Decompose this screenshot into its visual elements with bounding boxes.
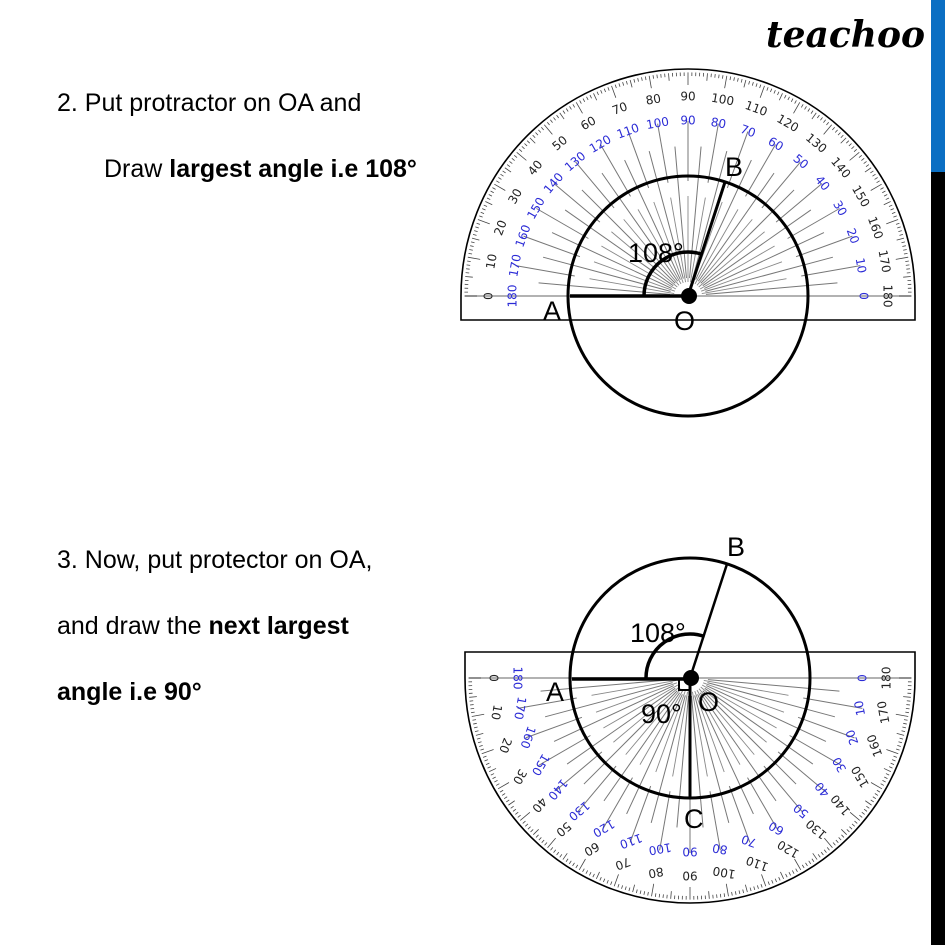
svg-text:80: 80 [710,115,727,131]
step2-line2-bold: largest angle i.e 108° [169,155,417,183]
svg-text:180: 180 [506,285,520,308]
ray-ob-2 [688,563,729,679]
label-angle-108-2: 108° [630,618,686,648]
svg-text:0: 0 [857,292,871,300]
step2-line2-prefix: Draw [104,155,170,183]
compass-circle-1 [566,174,810,418]
step3-line3: angle i.e 90° [57,677,202,707]
svg-text:30: 30 [510,767,530,787]
svg-text:70: 70 [613,854,632,872]
svg-text:90: 90 [682,869,697,883]
svg-text:90: 90 [682,845,697,859]
svg-text:70: 70 [739,832,758,850]
svg-text:20: 20 [843,728,861,747]
teachoo-logo: teachoo [766,14,925,56]
svg-text:90: 90 [680,90,695,104]
label-angle-108-1: 108° [628,238,684,268]
step3-line2-bold: next largest [208,612,349,640]
svg-text:100: 100 [648,840,673,858]
svg-text:80: 80 [711,841,728,857]
svg-text:60: 60 [766,134,786,154]
svg-text:100: 100 [712,864,737,882]
svg-text:170: 170 [511,696,529,721]
label-b-2: B [727,532,745,562]
label-angle-90-2: 90° [641,699,682,729]
ray-ob-1 [686,181,727,297]
vertex-dot-o-1 [681,288,697,304]
svg-text:30: 30 [830,755,850,775]
label-a-2: A [546,677,564,707]
svg-text:30: 30 [505,186,525,206]
svg-text:170: 170 [875,700,893,725]
label-c-2: C [684,804,704,834]
label-o-1: O [674,306,695,336]
svg-text:90: 90 [680,114,695,128]
label-o-2: O [698,687,719,717]
side-rail-dark [931,172,945,945]
vertex-dot-o-2 [683,670,699,686]
svg-text:10: 10 [853,257,869,274]
label-a-1: A [543,296,561,326]
svg-text:10: 10 [483,253,499,270]
step2-line1: 2. Put protractor on OA and [57,89,362,117]
svg-text:60: 60 [578,113,598,133]
label-b-1: B [725,152,743,182]
svg-text:0: 0 [856,674,870,682]
svg-text:180: 180 [881,285,895,308]
angle-arc-108-2 [644,632,706,679]
svg-text:70: 70 [610,99,629,117]
angle-arc-108-1 [642,250,704,297]
svg-text:170: 170 [876,249,894,274]
svg-text:60: 60 [582,839,602,859]
svg-text:70: 70 [738,122,757,140]
svg-text:20: 20 [496,736,514,755]
side-rail-accent [931,0,945,172]
step2-line2: Draw largest angle i.e 108° [104,154,417,184]
svg-text:20: 20 [491,218,509,237]
svg-text:80: 80 [645,91,662,107]
svg-text:180: 180 [511,667,525,690]
svg-text:30: 30 [830,198,850,218]
svg-text:100: 100 [710,91,735,109]
svg-text:20: 20 [844,226,862,245]
step3-line3-bold: angle i.e 90° [57,678,202,706]
svg-text:170: 170 [506,253,524,278]
svg-text:0: 0 [487,674,501,682]
svg-text:0: 0 [482,292,496,300]
step3-line1: 3. Now, put protector on OA, [57,546,373,574]
svg-text:100: 100 [645,114,670,132]
svg-text:10: 10 [852,699,868,716]
step3-line2-prefix: and draw the [57,612,209,640]
svg-text:60: 60 [766,818,786,838]
svg-text:180: 180 [880,667,894,690]
svg-text:80: 80 [647,864,664,880]
svg-text:10: 10 [488,704,504,721]
step3-line2: and draw the next largest [57,611,349,641]
